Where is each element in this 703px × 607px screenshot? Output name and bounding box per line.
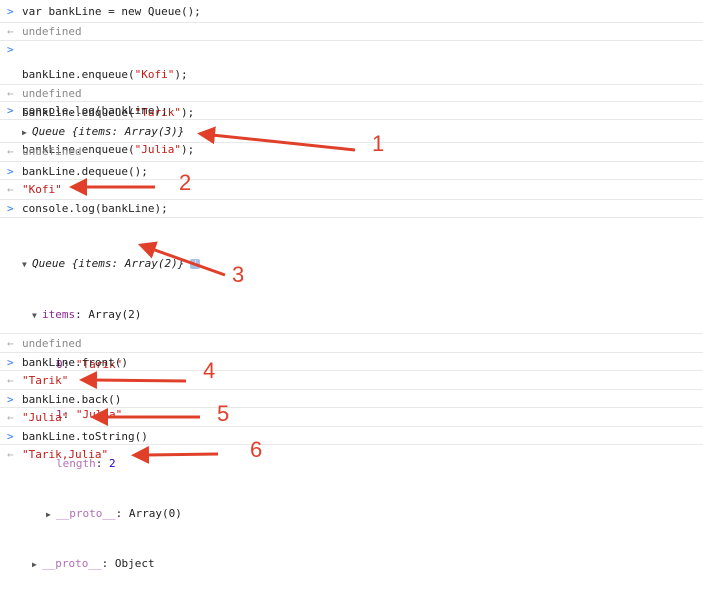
- console-input-row: > console.log(bankLine);: [0, 200, 703, 218]
- annotation-arrow: [137, 241, 226, 277]
- prompt-chevron-icon: >: [7, 356, 14, 369]
- console-input-row: > console.log(bankLine);: [0, 102, 703, 120]
- object-summary: Queue {items: Array(3)}: [32, 125, 185, 138]
- console-input-row: > var bankLine = new Queue();: [0, 0, 703, 23]
- console-input-row: > bankLine.front(): [0, 353, 703, 371]
- annotation-number: 1: [372, 131, 385, 156]
- prompt-chevron-icon: >: [7, 43, 14, 56]
- console-result-row: ← undefined: [0, 334, 703, 353]
- console-result: "Julia": [22, 411, 69, 424]
- prompt-chevron-icon: >: [7, 165, 14, 178]
- result-arrow-icon: ←: [7, 87, 14, 100]
- expanded-triangle-icon[interactable]: ▼: [22, 260, 27, 269]
- tree-node: 0: "Tarik": [56, 358, 123, 371]
- tree-root[interactable]: ▼Queue {items: Array(2)}i: [22, 256, 201, 274]
- annotation-number: 6: [250, 437, 263, 462]
- console-input-row: > bankLine.enqueue("Kofi"); bankLine.enq…: [0, 41, 703, 156]
- annotation-arrow: [79, 371, 187, 390]
- console-result-row: ← "Julia": [0, 408, 703, 427]
- annotation-number: 5: [217, 401, 230, 426]
- console-command[interactable]: var bankLine = new Queue();: [22, 5, 201, 18]
- code-text: bankLine.enqueue(: [22, 68, 135, 81]
- result-arrow-icon: ←: [7, 411, 14, 424]
- string-literal: "Tarik": [134, 105, 181, 119]
- result-arrow-icon: ←: [7, 145, 14, 158]
- console-command[interactable]: bankLine.back(): [22, 393, 122, 406]
- console-command[interactable]: bankLine.dequeue();: [22, 165, 148, 178]
- property-value: 2: [109, 457, 116, 470]
- tree-node-items[interactable]: ▼items: Array(2): [22, 307, 200, 325]
- property-key: items: [42, 307, 76, 321]
- annotation-number: 2: [179, 170, 192, 195]
- console-result-row: ← undefined: [0, 23, 703, 41]
- console-command[interactable]: console.log(bankLine);: [22, 202, 168, 215]
- tree-node-proto[interactable]: ▶__proto__: Object: [22, 556, 200, 574]
- annotation-arrow: [131, 445, 219, 464]
- expanded-triangle-icon[interactable]: ▼: [32, 310, 37, 320]
- string-literal: "Julia": [134, 143, 181, 156]
- code-text: );: [174, 68, 188, 81]
- result-arrow-icon: ←: [7, 374, 14, 387]
- property-key: __proto__: [56, 506, 116, 520]
- console-command[interactable]: console.log(bankLine);: [22, 104, 168, 117]
- prompt-chevron-icon: >: [7, 5, 14, 18]
- annotation-arrow: [197, 126, 356, 152]
- property-value: Array(0): [128, 506, 182, 520]
- console-result: "Tarik,Julia": [22, 448, 109, 461]
- code-text: bankLine.enqueue(: [22, 143, 135, 156]
- console-input-row: > bankLine.dequeue();: [0, 162, 703, 180]
- console-result-row: ← undefined: [0, 143, 703, 162]
- tree-node-proto[interactable]: ▶__proto__: Array(0): [22, 506, 200, 524]
- console-command[interactable]: bankLine.toString(): [22, 430, 148, 443]
- console-command[interactable]: bankLine.front(): [22, 356, 128, 369]
- property-key: 1: [56, 407, 63, 421]
- code-text: );: [180, 143, 195, 156]
- code-text: bankLine.enqueue(: [22, 105, 135, 119]
- console-result-row: ← "Tarik": [0, 371, 703, 390]
- property-value: Object: [114, 557, 155, 570]
- collapsed-triangle-icon[interactable]: ▶: [32, 560, 37, 569]
- result-arrow-icon: ←: [7, 448, 14, 461]
- property-value: Array(2): [88, 307, 142, 321]
- prompt-chevron-icon: >: [7, 430, 14, 443]
- object-summary: Queue {items: Array(2)}: [32, 257, 185, 270]
- annotation-number: 4: [203, 358, 216, 383]
- collapsed-triangle-icon[interactable]: ▶: [22, 128, 27, 137]
- collapsed-triangle-icon[interactable]: ▶: [46, 509, 51, 519]
- console-input-row: > bankLine.back(): [0, 390, 703, 408]
- console-result-row: ← undefined: [0, 85, 703, 102]
- result-arrow-icon: ←: [7, 183, 14, 196]
- annotation-number: 3: [232, 262, 245, 287]
- code-text: );: [180, 105, 195, 119]
- property-key: __proto__: [42, 557, 102, 570]
- prompt-chevron-icon: >: [7, 104, 14, 117]
- console-result: undefined: [22, 87, 82, 100]
- property-value: "Tarik": [75, 358, 123, 371]
- console-input-row: > bankLine.toString(): [0, 427, 703, 445]
- prompt-chevron-icon: >: [7, 393, 14, 406]
- console-result-row: ← "Tarik,Julia": [0, 445, 703, 465]
- property-key: 0: [56, 358, 63, 371]
- annotation-arrows: [69, 126, 356, 464]
- console-result: undefined: [22, 145, 82, 158]
- console-log-row: ▶ Queue {items: Array(3)}: [0, 120, 703, 143]
- console-result: "Kofi": [22, 183, 62, 196]
- result-arrow-icon: ←: [7, 25, 14, 38]
- console-result: undefined: [22, 337, 82, 350]
- console-result: undefined: [22, 25, 82, 38]
- result-arrow-icon: ←: [7, 337, 14, 350]
- prompt-chevron-icon: >: [7, 202, 14, 215]
- object-preview[interactable]: ▶ Queue {items: Array(3)}: [22, 125, 185, 140]
- console-result: "Tarik": [22, 374, 69, 387]
- string-literal: "Kofi": [134, 68, 175, 81]
- console-command[interactable]: bankLine.enqueue("Kofi"); bankLine.enque…: [22, 44, 194, 182]
- console-result-row: ← "Kofi": [0, 180, 703, 200]
